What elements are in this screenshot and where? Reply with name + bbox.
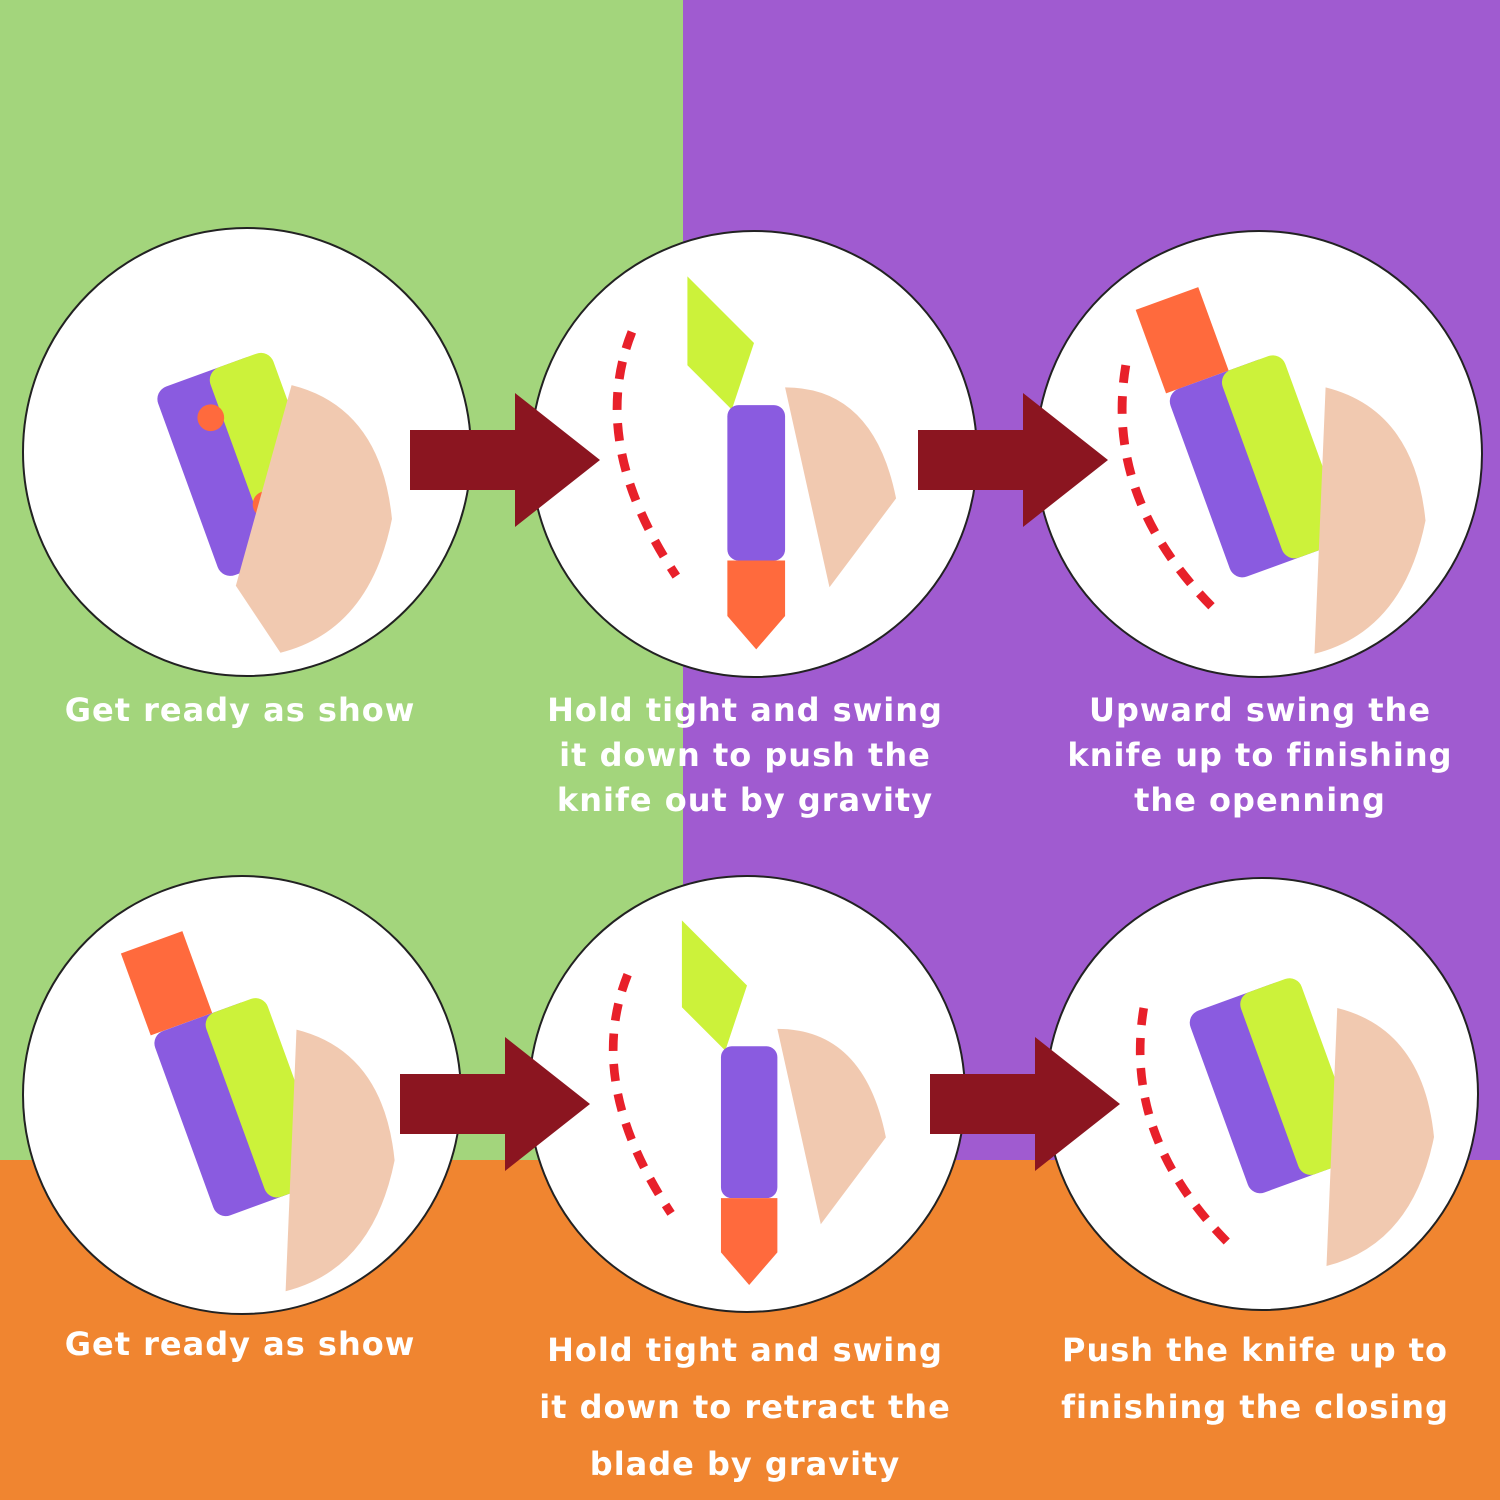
step-image-swing-up-open	[1035, 230, 1483, 678]
caption-line: the openning	[1134, 781, 1386, 819]
step-caption: Hold tight and swing it down to retract …	[525, 1322, 965, 1493]
step-caption: Hold tight and swing it down to push the…	[525, 688, 965, 823]
caption-line: Get ready as show	[64, 691, 416, 729]
step-image-open-ready	[22, 875, 462, 1315]
step-image-swing-down-open	[530, 230, 978, 678]
step-image-closed-ready	[22, 227, 472, 677]
step-caption: Upward swing the knife up to finishing t…	[1040, 688, 1480, 823]
caption-line: Push the knife up to	[1061, 1331, 1449, 1369]
caption-line: blade by gravity	[589, 1445, 901, 1483]
arrow-right-icon	[918, 393, 1108, 527]
step-caption: Get ready as show	[20, 1322, 460, 1367]
caption-line: it down to push the	[559, 736, 931, 774]
step-caption: Get ready as show	[20, 688, 460, 733]
arrow-right-icon	[400, 1037, 590, 1171]
caption-line: finishing the closing	[1061, 1388, 1449, 1426]
caption-line: Hold tight and swing	[547, 691, 943, 729]
step-caption: Push the knife up to finishing the closi…	[1035, 1322, 1475, 1436]
caption-line: knife out by gravity	[556, 781, 934, 819]
arrow-right-icon	[930, 1037, 1120, 1171]
caption-line: Hold tight and swing	[547, 1331, 943, 1369]
caption-line: Get ready as show	[64, 1325, 416, 1363]
caption-line: knife up to finishing	[1067, 736, 1453, 774]
step-image-push-close	[1045, 877, 1479, 1311]
step-image-swing-down-close	[528, 875, 966, 1313]
caption-line: it down to retract the	[539, 1388, 951, 1426]
arrow-right-icon	[410, 393, 600, 527]
caption-line: Upward swing the	[1088, 691, 1432, 729]
